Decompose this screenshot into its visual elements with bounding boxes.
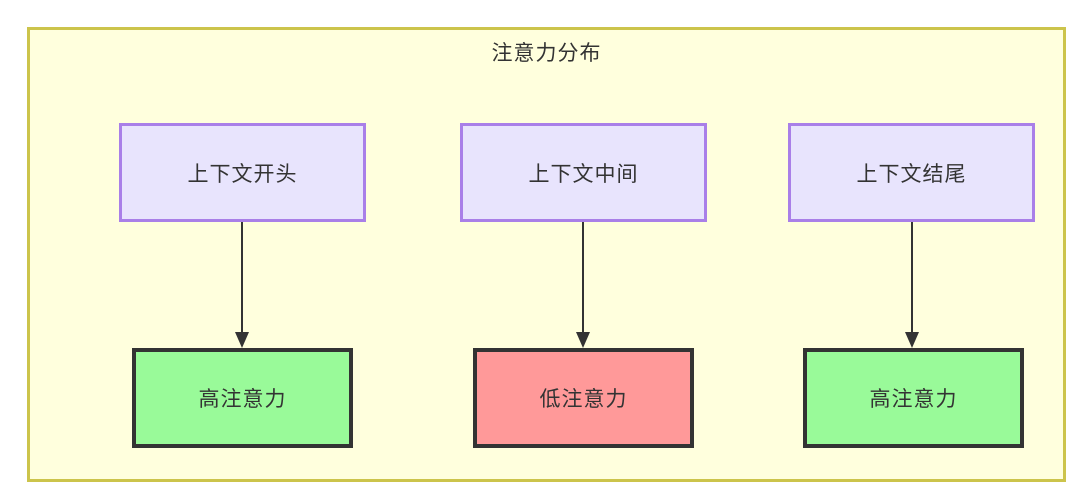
node-attention-middle-label: 低注意力 bbox=[539, 388, 628, 411]
edge-context-start-to-attention-start bbox=[232, 222, 252, 350]
node-context-start-label: 上下文开头 bbox=[187, 162, 298, 186]
diagram-title: 注意力分布 bbox=[491, 42, 602, 65]
node-attention-end[interactable]: 高注意力 bbox=[803, 348, 1024, 448]
node-attention-end-label: 高注意力 bbox=[869, 388, 958, 411]
edge-context-middle-to-attention-middle bbox=[573, 222, 593, 350]
diagram-container: 注意力分布 上下文开头 上下文中间 上下文结尾 bbox=[27, 27, 1066, 482]
node-context-end-label: 上下文结尾 bbox=[856, 162, 967, 186]
node-attention-start-label: 高注意力 bbox=[198, 388, 287, 411]
node-attention-start[interactable]: 高注意力 bbox=[132, 348, 353, 448]
arrowhead-icon bbox=[905, 332, 919, 348]
node-attention-middle[interactable]: 低注意力 bbox=[473, 348, 694, 448]
node-context-end[interactable]: 上下文结尾 bbox=[788, 123, 1035, 222]
node-context-middle-label: 上下文中间 bbox=[528, 162, 639, 186]
edge-context-end-to-attention-end bbox=[902, 222, 922, 350]
arrowhead-icon bbox=[576, 332, 590, 348]
node-context-middle[interactable]: 上下文中间 bbox=[460, 123, 707, 222]
arrowhead-icon bbox=[235, 332, 249, 348]
node-context-start[interactable]: 上下文开头 bbox=[119, 123, 366, 222]
